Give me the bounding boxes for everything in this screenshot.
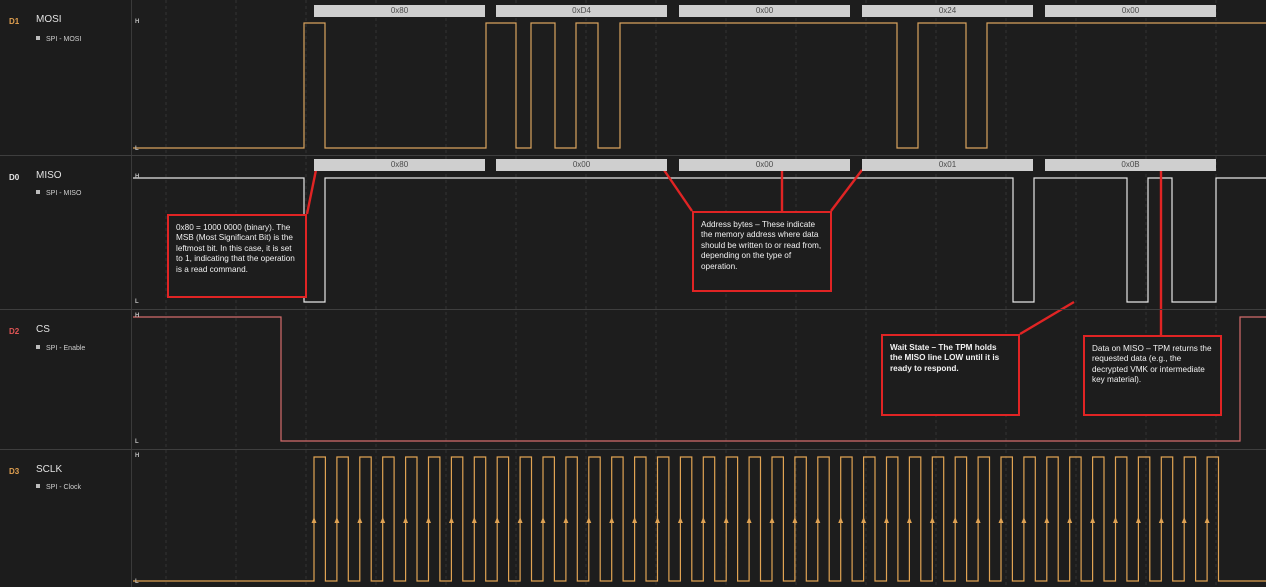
clock-edge-arrow (311, 517, 317, 523)
clock-edge-arrow (1044, 517, 1050, 523)
clock-edge-arrow (1021, 517, 1027, 523)
clock-edge-arrow (815, 517, 821, 523)
level-low-marker: L (135, 146, 139, 152)
channel-id: D0 (9, 173, 20, 182)
level-low-marker: L (135, 579, 139, 585)
level-high-marker: H (135, 174, 140, 180)
callout-connector (305, 169, 318, 215)
clock-edge-arrow (1135, 517, 1141, 523)
clock-edge-arrow (723, 517, 729, 523)
wait-state-callout: Wait State – The TPM holds the MISO line… (881, 334, 1020, 416)
clock-edge-arrow (586, 517, 592, 523)
msb-callout: 0x80 = 1000 0000 (binary). The MSB (Most… (167, 214, 307, 298)
analyzer-label: SPI - Enable (36, 345, 85, 352)
clock-edge-arrow (403, 517, 409, 523)
channel-id: D3 (9, 467, 20, 476)
clock-edge-arrow (1113, 517, 1118, 523)
channel-name: MOSI (36, 14, 62, 25)
clock-edge-arrow (838, 517, 844, 523)
clock-edge-arrow (861, 517, 867, 523)
analyzer-label: SPI - MISO (36, 190, 81, 197)
label-divider (131, 0, 132, 587)
clock-edge-arrow (769, 517, 775, 523)
clock-edge-arrow (563, 517, 569, 523)
clock-edge-arrow (540, 517, 546, 523)
clock-edge-arrow (494, 517, 500, 523)
channel-separator (0, 309, 1266, 310)
clock-edge-arrow (906, 517, 912, 523)
data-on-miso-callout: Data on MISO – TPM returns the requested… (1083, 335, 1222, 416)
clock-edge-arrow (884, 517, 889, 523)
clock-edge-arrow (609, 517, 615, 523)
analyzer-icon (36, 190, 40, 194)
analyzer-label: SPI - MOSI (36, 36, 81, 43)
miso-decoded-byte[interactable]: 0x80 (314, 159, 485, 171)
cs-trace (133, 316, 1266, 442)
level-high-marker: H (135, 453, 140, 459)
mosi-decoded-byte[interactable]: 0x00 (1045, 5, 1216, 17)
clock-edge-arrow (517, 517, 523, 523)
level-low-marker: L (135, 439, 139, 445)
mosi-decoded-byte[interactable]: 0x80 (314, 5, 485, 17)
miso-trace (133, 177, 1266, 303)
clock-edge-arrow (1158, 517, 1164, 523)
address-bytes-callout: Address bytes – These indicate the memor… (692, 211, 832, 292)
channel-id: D2 (9, 327, 20, 336)
channel-name: CS (36, 324, 50, 335)
clock-edge-arrow (929, 517, 935, 523)
clock-edge-arrow (357, 517, 363, 523)
clock-edge-arrow (1090, 517, 1096, 523)
clock-edge-arrow (792, 517, 798, 523)
mosi-trace (133, 22, 1266, 149)
clock-edge-arrow (700, 517, 706, 523)
clock-edge-arrow (975, 517, 981, 523)
mosi-decoded-byte[interactable]: 0x00 (679, 5, 850, 17)
mosi-decoded-byte[interactable]: 0x24 (862, 5, 1033, 17)
channel-separator (0, 155, 1266, 156)
clock-edge-arrow (655, 517, 660, 523)
analyzer-icon (36, 36, 40, 40)
mosi-decoded-byte[interactable]: 0xD4 (496, 5, 667, 17)
miso-decoded-byte[interactable]: 0x00 (496, 159, 667, 171)
channel-name: SCLK (36, 464, 63, 475)
miso-decoded-byte[interactable]: 0x01 (862, 159, 1033, 171)
clock-edge-arrow (1204, 517, 1210, 523)
miso-decoded-byte[interactable]: 0x00 (679, 159, 850, 171)
level-high-marker: H (135, 19, 140, 25)
clock-edge-arrow (1067, 517, 1073, 523)
channel-separator (0, 449, 1266, 450)
level-low-marker: L (135, 299, 139, 305)
channel-name: MISO (36, 170, 62, 181)
clock-edge-arrow (471, 517, 477, 523)
clock-edge-arrow (746, 517, 752, 523)
analyzer-label: SPI - Clock (36, 484, 81, 491)
channel-label-column (0, 0, 131, 587)
channel-id: D1 (9, 17, 20, 26)
clock-edge-arrow (380, 517, 386, 523)
sclk-trace (133, 456, 1266, 582)
clock-edge-arrow (632, 517, 638, 523)
clock-edge-arrow (677, 517, 683, 523)
clock-edge-arrow (952, 517, 958, 523)
clock-edge-arrow (998, 517, 1004, 523)
clock-edge-arrow (426, 517, 431, 523)
analyzer-icon (36, 345, 40, 349)
clock-edge-arrow (448, 517, 454, 523)
clock-edge-arrow (1181, 517, 1187, 523)
miso-decoded-byte[interactable]: 0x0B (1045, 159, 1216, 171)
level-high-marker: H (135, 313, 140, 319)
callout-connector (1019, 300, 1075, 336)
callout-connector (663, 169, 693, 212)
analyzer-icon (36, 484, 40, 488)
clock-edge-arrow (334, 517, 340, 523)
callout-connector (830, 169, 863, 212)
